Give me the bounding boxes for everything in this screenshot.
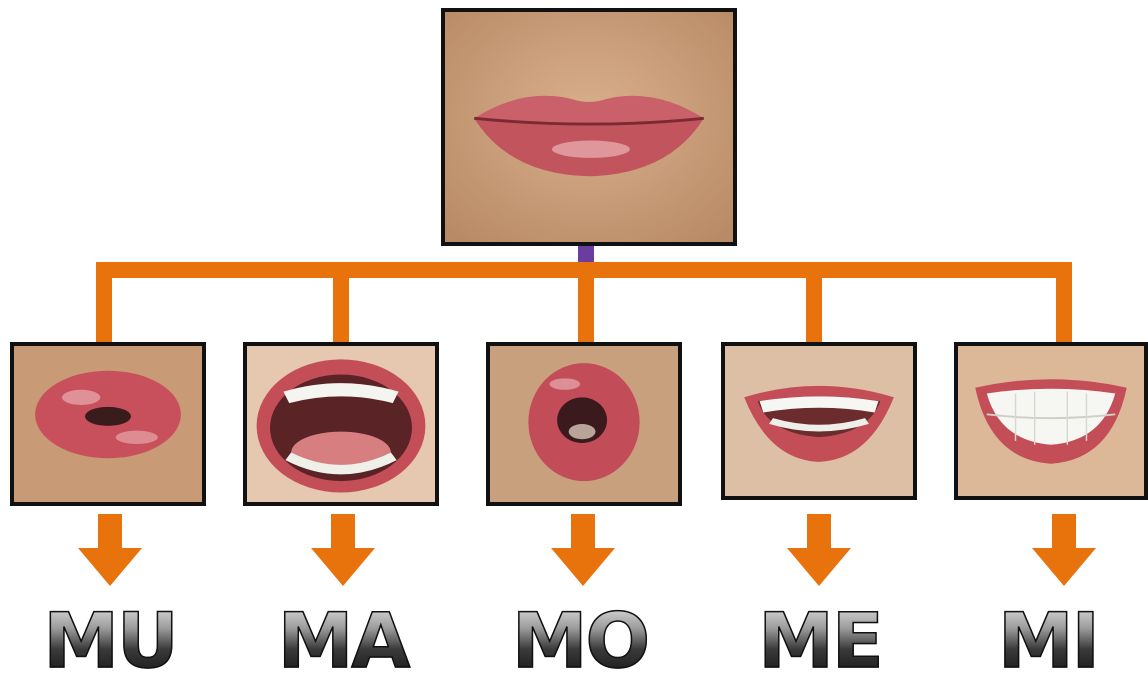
down-arrow-mi — [1032, 514, 1096, 586]
syllable-label-mi: MI — [948, 600, 1148, 682]
branch-drop-ma — [333, 262, 349, 342]
branch-drop-me — [806, 262, 822, 342]
branch-drop-mi — [1056, 262, 1072, 342]
branch-drop-mu — [96, 262, 112, 342]
mouth-wide-open-photo — [243, 342, 439, 506]
down-arrow-icon — [78, 514, 142, 586]
root-stem — [578, 246, 594, 262]
branch-drop-mo — [578, 262, 594, 342]
down-arrow-me — [787, 514, 851, 586]
down-arrow-mu — [78, 514, 142, 586]
down-arrow-icon — [311, 514, 375, 586]
root-lips-closed-photo — [441, 8, 737, 246]
down-arrow-ma — [311, 514, 375, 586]
syllable-label-me: ME — [720, 600, 920, 682]
lips-puckered-kiss-photo — [10, 342, 206, 506]
down-arrow-icon — [787, 514, 851, 586]
down-arrow-icon — [1032, 514, 1096, 586]
lips-rounded-o-photo — [486, 342, 682, 506]
down-arrow-mo — [551, 514, 615, 586]
lips-smile-teeth-photo — [721, 342, 917, 500]
lips-broad-smile-teeth-photo — [954, 342, 1148, 500]
down-arrow-icon — [551, 514, 615, 586]
syllable-label-ma: MA — [243, 600, 443, 682]
syllable-label-mu: MU — [10, 600, 210, 682]
syllable-label-mo: MO — [480, 600, 680, 682]
